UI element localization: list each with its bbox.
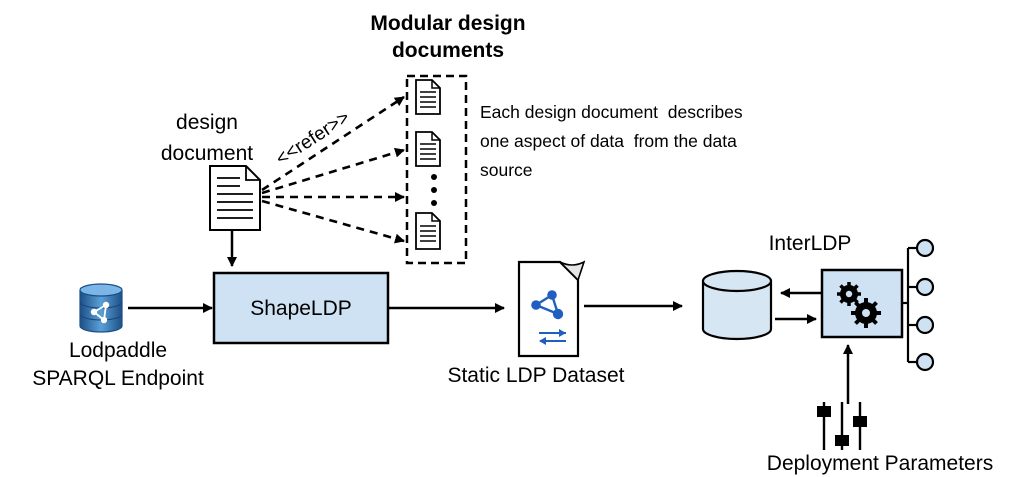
deployment-label: Deployment Parameters (767, 452, 993, 475)
modular-docs-title-line2: documents (392, 39, 504, 62)
storage-cylinder-icon (701, 269, 773, 341)
service-endpoints (902, 238, 935, 372)
refer-arrows (261, 95, 405, 244)
shapeldp-label: ShapeLDP (250, 297, 352, 320)
interldp-label: InterLDP (769, 232, 852, 255)
sliders-icon (817, 402, 867, 450)
aspect-note-line3: source (480, 160, 533, 180)
endpoint-label-line1: Lodpaddle (69, 339, 167, 362)
module-doc-icon (415, 131, 441, 167)
database-icon (79, 283, 123, 333)
design-document-label-line1: design (176, 111, 238, 134)
dataset-icon (517, 260, 586, 358)
design-document-icon (209, 165, 261, 231)
ellipsis-dots (431, 174, 437, 206)
gears-icon (837, 282, 881, 328)
module-doc-icon (415, 79, 441, 115)
refer-label: <<refer>> (272, 107, 353, 170)
design-document-label-line2: document (161, 142, 253, 165)
aspect-note-line1: Each design document describes (480, 102, 743, 122)
endpoint-label-line2: SPARQL Endpoint (32, 367, 204, 390)
modular-docs-title-line1: Modular design (370, 12, 525, 35)
dataset-label: Static LDP Dataset (447, 364, 624, 387)
aspect-note-line2: one aspect of data from the data (480, 131, 737, 151)
module-doc-icon (415, 212, 441, 250)
shapeldp-box (212, 271, 390, 345)
modular-docs-container (405, 74, 468, 265)
